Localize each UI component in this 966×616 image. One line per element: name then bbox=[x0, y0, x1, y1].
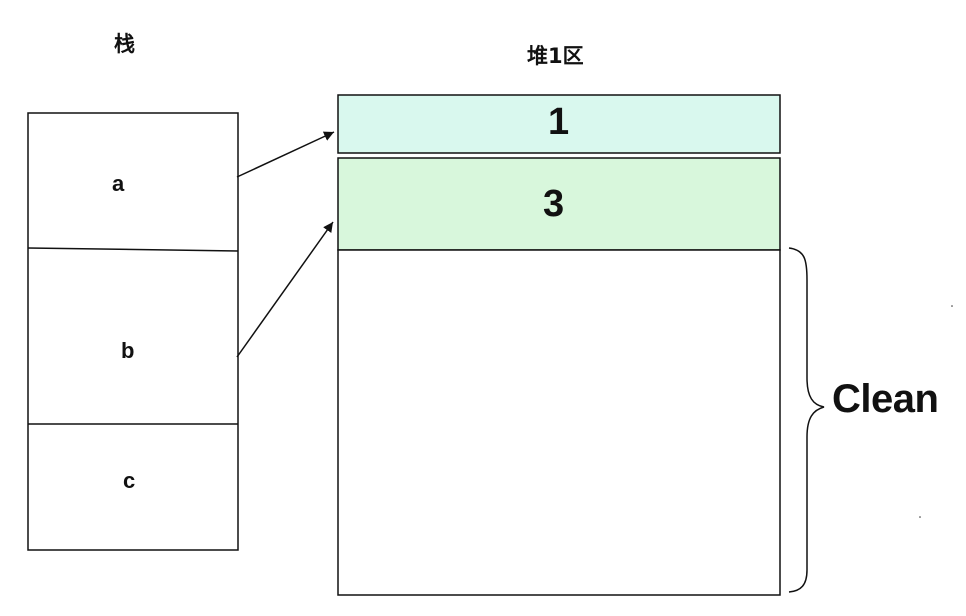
stack-title: 栈 bbox=[114, 32, 135, 56]
heap-block-1 bbox=[337, 94, 781, 154]
stack-divider-a-b bbox=[27, 247, 239, 252]
stack-box bbox=[27, 112, 239, 551]
clean-brace bbox=[788, 247, 825, 593]
stack-cell-a-label: a bbox=[112, 171, 125, 196]
heap-title: 堆1区 bbox=[527, 44, 584, 68]
heap-block-3-label: 3 bbox=[543, 183, 565, 225]
heap-free-area bbox=[337, 249, 781, 596]
heap-block-3 bbox=[337, 157, 781, 251]
stray-dot bbox=[919, 516, 921, 518]
stray-dot bbox=[951, 305, 953, 307]
heap-block-1-label: 1 bbox=[548, 101, 570, 143]
clean-label: Clean bbox=[832, 377, 939, 421]
stack-cell-c-label: c bbox=[123, 468, 136, 493]
pointer-arrow-b bbox=[236, 221, 334, 358]
pointer-arrow-a bbox=[236, 131, 335, 178]
stack-cell-b-label: b bbox=[121, 338, 135, 363]
